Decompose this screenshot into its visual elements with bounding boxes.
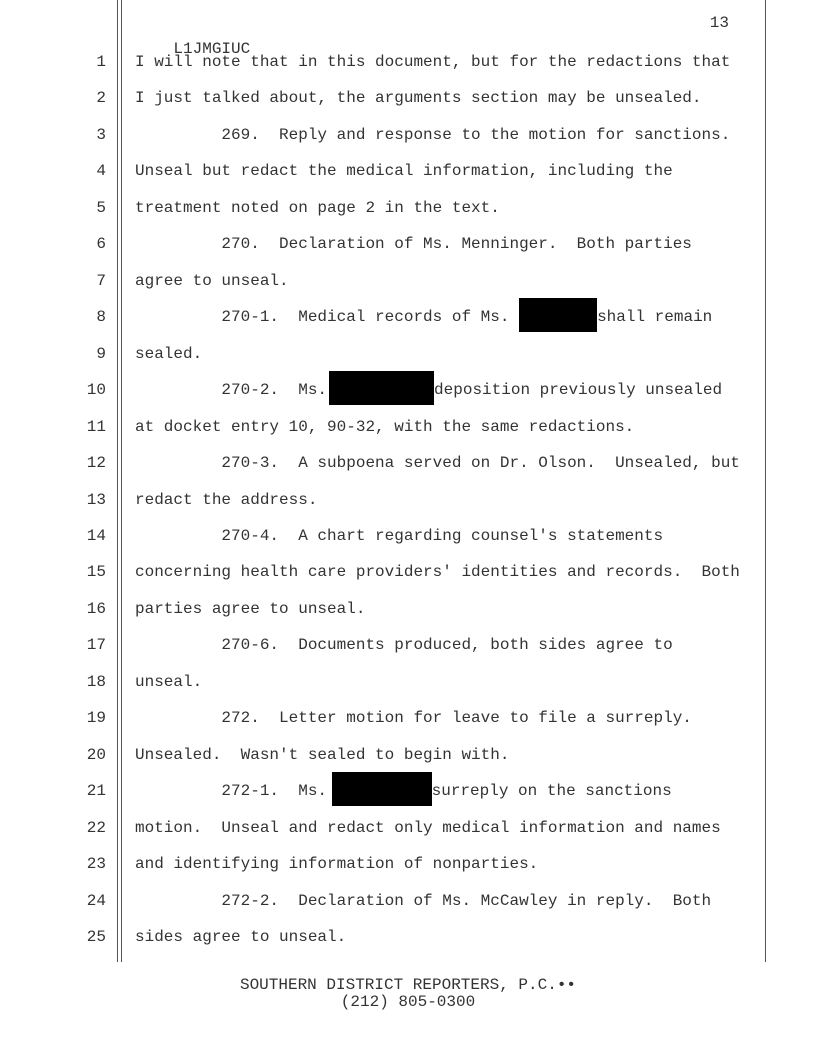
- line-number: 13: [86, 490, 106, 509]
- transcript-line: 10 270-2. Ms. deposition previously unsea…: [0, 370, 816, 408]
- line-number: 21: [86, 782, 106, 801]
- transcript-line: 15 concerning health care providers' iden…: [0, 554, 816, 590]
- line-number: 20: [86, 745, 106, 764]
- transcript-line: 19 272. Letter motion for leave to file …: [0, 700, 816, 736]
- line-number: 1: [96, 53, 106, 71]
- line-number: 18: [86, 672, 106, 691]
- transcript-line: 6 270. Declaration of Ms. Menninger. Bot…: [0, 226, 816, 262]
- transcript-line: 3 269. Reply and response to the motion …: [0, 117, 816, 153]
- transcript-line: 16 parties agree to unseal.: [0, 591, 816, 627]
- page-number: 13: [709, 14, 729, 32]
- text-after-redaction: deposition previously unsealed: [434, 381, 723, 400]
- footer-reporter: SOUTHERN DISTRICT REPORTERS, P.C.••: [239, 976, 577, 994]
- line-number: 2: [96, 89, 106, 108]
- line-number: 14: [86, 526, 106, 545]
- line-text: 270-1. Medical records of Ms. shall rema…: [135, 297, 713, 335]
- left-margin-rule-inner: [121, 0, 122, 962]
- text-before-redaction: 270-1. Medical records of Ms.: [135, 308, 520, 327]
- transcript-line: 1 I will note that in this document, but …: [0, 44, 816, 80]
- text-after-redaction: shall remain: [597, 308, 713, 327]
- transcript-line: 23 and identifying information of nonpart…: [0, 846, 816, 882]
- line-text: agree to unseal.: [135, 271, 289, 290]
- line-text: motion. Unseal and redact only medical i…: [135, 818, 721, 837]
- case-code: L1JMGIUC: [173, 40, 251, 58]
- footer-phone: (212) 805-0300: [340, 993, 476, 1011]
- transcript-line: 4 Unseal but redact the medical informati…: [0, 153, 816, 189]
- line-number: 24: [86, 891, 106, 910]
- transcript-line: 17 270-6. Documents produced, both sides…: [0, 627, 816, 663]
- line-text: 270. Declaration of Ms. Menninger. Both …: [135, 235, 692, 254]
- line-number: 4: [96, 162, 106, 181]
- line-number: 3: [96, 125, 106, 144]
- redaction-box: [329, 370, 435, 405]
- line-text: 272-2. Declaration of Ms. McCawley in re…: [135, 891, 712, 910]
- line-text: sealed.: [135, 344, 203, 363]
- transcript-line: 9 sealed.: [0, 336, 816, 372]
- line-text: 270-6. Documents produced, both sides ag…: [135, 636, 673, 655]
- line-text: and identifying information of nonpartie…: [135, 855, 539, 874]
- line-text: 270-4. A chart regarding counsel's state…: [135, 526, 664, 545]
- transcript-line: 22 motion. Unseal and redact only medical…: [0, 810, 816, 846]
- line-number: 11: [86, 417, 106, 436]
- line-number: 10: [86, 381, 106, 400]
- line-number: 5: [96, 198, 106, 217]
- transcript-line: 12 270-3. A subpoena served on Dr. Olson…: [0, 445, 816, 481]
- line-number: 6: [96, 235, 106, 254]
- line-text: 272-1. Ms. surreply on the sanctions: [135, 771, 672, 809]
- line-number: 25: [86, 928, 106, 947]
- line-number: 22: [86, 818, 106, 837]
- line-number: 16: [86, 599, 106, 618]
- line-text: parties agree to unseal.: [135, 599, 366, 618]
- page-header: L1JMGIUC 13: [135, 10, 729, 58]
- line-number: 23: [86, 855, 106, 874]
- line-number: 7: [96, 271, 106, 290]
- line-text: 269. Reply and response to the motion fo…: [135, 125, 731, 144]
- transcript-line: 2 I just talked about, the arguments sect…: [0, 80, 816, 116]
- line-number: 8: [96, 308, 106, 327]
- line-text: 272. Letter motion for leave to file a s…: [135, 709, 692, 728]
- transcript-line: 8 270-1. Medical records of Ms. shall re…: [0, 297, 816, 335]
- line-text: at docket entry 10, 90-32, with the same…: [135, 417, 635, 436]
- line-text: I will note that in this document, but f…: [135, 53, 731, 71]
- line-text: Unsealed. Wasn't sealed to begin with.: [135, 745, 510, 764]
- transcript-line: 25 sides agree to unseal.: [0, 919, 816, 955]
- transcript-line: 11 at docket entry 10, 90-32, with the sa…: [0, 409, 816, 445]
- line-number: 9: [96, 344, 106, 363]
- transcript-line: 20 Unsealed. Wasn't sealed to begin with.: [0, 737, 816, 773]
- line-text: Unseal but redact the medical informatio…: [135, 162, 673, 181]
- line-text: sides agree to unseal.: [135, 928, 347, 947]
- transcript-line: 13 redact the address.: [0, 482, 816, 518]
- transcript-line: 5 treatment noted on page 2 in the text.: [0, 190, 816, 226]
- transcript-line: 7 agree to unseal.: [0, 263, 816, 299]
- transcript-line: 18 unseal.: [0, 664, 816, 700]
- line-number: 15: [86, 563, 106, 582]
- text-after-redaction: surreply on the sanctions: [431, 782, 672, 801]
- line-text: unseal.: [135, 672, 203, 691]
- line-text: treatment noted on page 2 in the text.: [135, 198, 500, 217]
- text-before-redaction: 270-2. Ms.: [135, 381, 328, 400]
- text-before-redaction: 272-1. Ms.: [135, 782, 337, 801]
- line-text: concerning health care providers' identi…: [135, 563, 740, 582]
- transcript-line: 14 270-4. A chart regarding counsel's st…: [0, 518, 816, 554]
- right-margin-rule: [765, 0, 766, 962]
- line-text: 270-3. A subpoena served on Dr. Olson. U…: [135, 454, 740, 473]
- line-text: 270-2. Ms. deposition previously unsealed: [135, 370, 723, 408]
- line-number: 17: [86, 636, 106, 655]
- redaction-box: [519, 297, 598, 332]
- left-margin-rule: [117, 0, 118, 962]
- line-number: 19: [86, 709, 106, 728]
- line-number: 12: [86, 454, 106, 473]
- redaction-box: [331, 771, 432, 806]
- line-text: I just talked about, the arguments secti…: [135, 89, 702, 108]
- transcript-line: 21 272-1. Ms. surreply on the sanctions: [0, 771, 816, 809]
- line-text: redact the address.: [135, 490, 318, 509]
- transcript-line: 24 272-2. Declaration of Ms. McCawley in…: [0, 883, 816, 919]
